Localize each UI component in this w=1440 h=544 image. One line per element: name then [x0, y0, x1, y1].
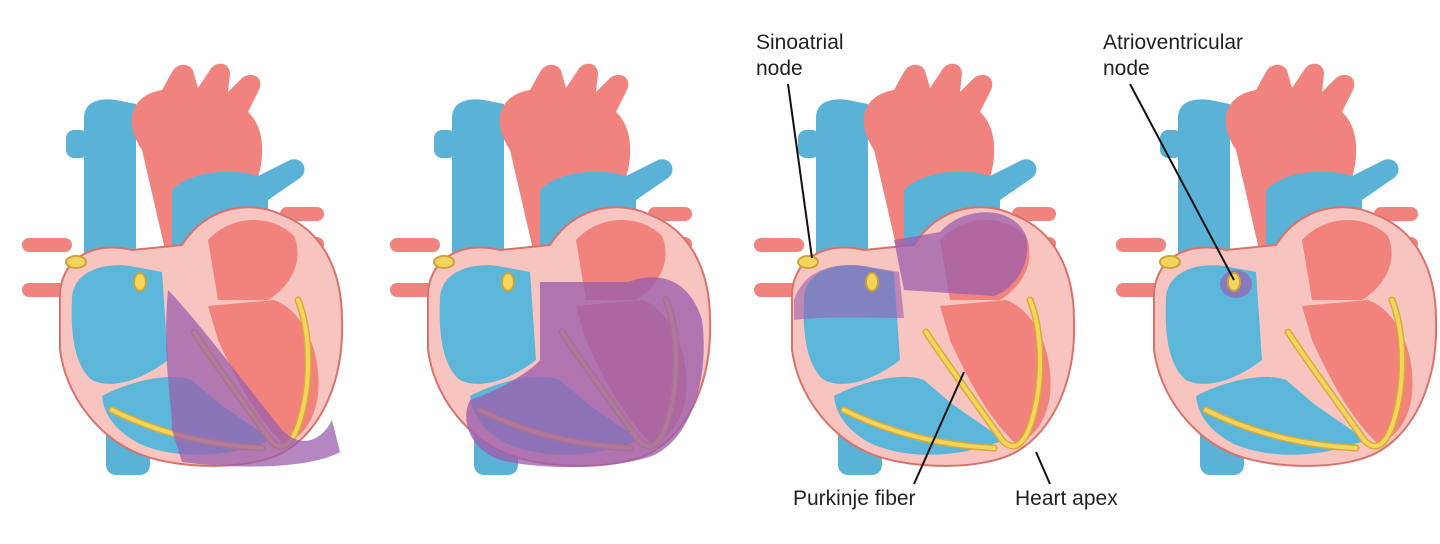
sinoatrial-leader-line	[787, 83, 813, 259]
sinoatrial-node-label: Sinoatrial node	[756, 31, 844, 80]
atrioventricular-leader-line	[1129, 83, 1235, 281]
atrioventricular-node-label: Atrioventricular node	[1103, 31, 1244, 80]
heart-apex-label: Heart apex	[1015, 487, 1118, 510]
heart-panel-2	[390, 64, 710, 475]
heart-panel-1	[22, 64, 342, 475]
heart-panel-3	[754, 64, 1074, 475]
purkinje-leader-line	[913, 371, 965, 485]
heart-panel-4	[1116, 64, 1436, 475]
heart-apex-leader-line	[1035, 451, 1051, 485]
purkinje-fiber-label: Purkinje fiber	[793, 487, 916, 510]
